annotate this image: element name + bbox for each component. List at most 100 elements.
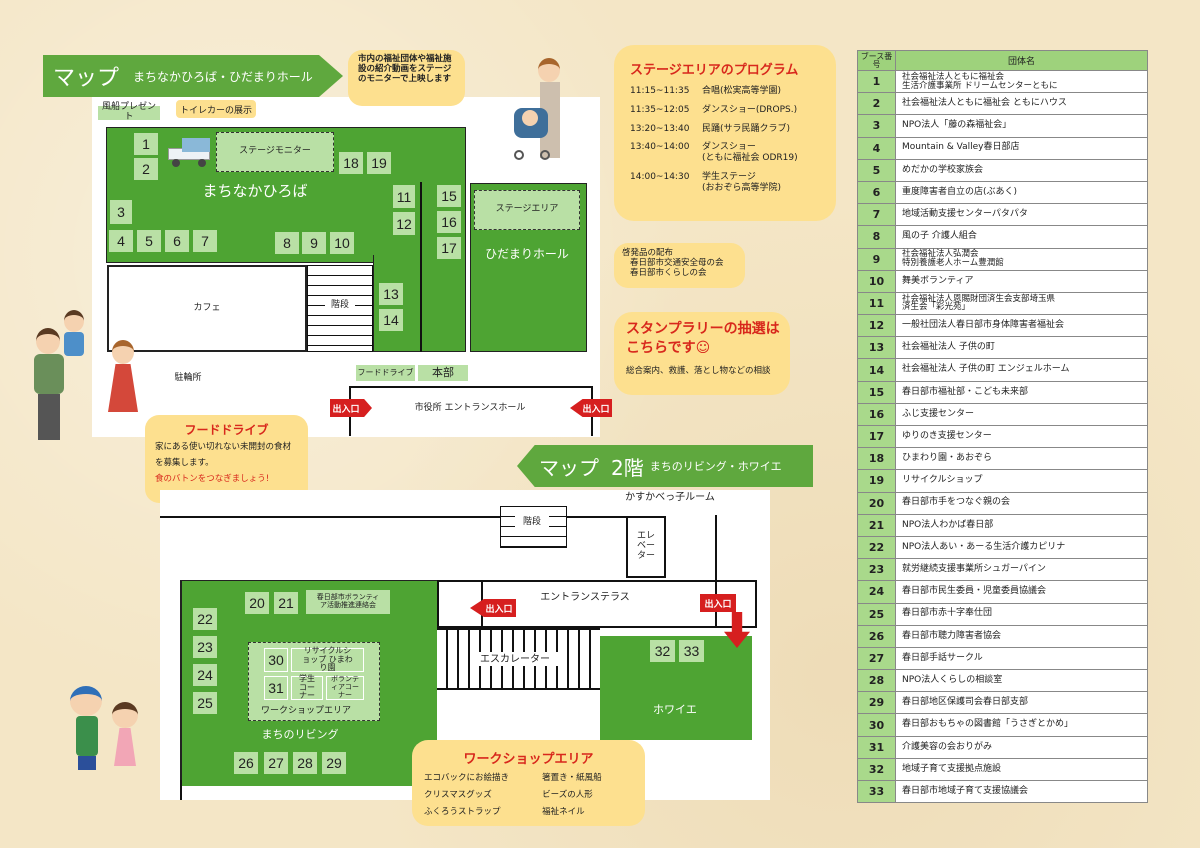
terrace-inner-wall (437, 580, 483, 628)
exit-arrow-terrace: 出入口 (470, 599, 516, 617)
hall-label: ひだまりホール (485, 247, 569, 262)
balloon-present-label: 風船プレゼント (98, 102, 160, 122)
stage-monitor: ステージモニター (216, 132, 334, 172)
student-corner-booth: 学生コーナー (291, 674, 323, 700)
organization-name: 地域活動支援センターパタパタ (895, 203, 1148, 227)
stairs-label: 階段 (325, 299, 355, 313)
booth-number: 33 (857, 779, 896, 804)
organization-name: NPO法人あい・あーる生活介護カピリナ (895, 535, 1148, 560)
entrance-hall-label: 市役所 エントランスホール (414, 403, 526, 414)
map1-title-sub: まちなかひろば・ひだまりホール (133, 69, 313, 84)
booth-7: 7 (193, 230, 217, 252)
booth-number: 25 (857, 602, 896, 626)
booth-number: 29 (857, 691, 896, 715)
col-booth-number: ブース番号 (857, 50, 896, 71)
wall-line (160, 516, 500, 518)
organization-name: 春日部手話サークル (895, 646, 1148, 671)
video-callout-text: 市内の福祉団体や福祉施設の紹介動画をステージのモニターで上映します (358, 54, 452, 84)
children-illustration (66, 684, 156, 794)
exit-arrow-foyer: 出入口 (700, 594, 736, 612)
organization-name: 春日部おもちゃの図書館「うさぎとかめ」 (895, 713, 1148, 737)
foyer-label: ホワイエ (653, 702, 697, 716)
organization-name: NPO法人くらしの相談室 (895, 669, 1148, 693)
booth-31: 31 (264, 676, 288, 700)
food-drive-title: フードドライブ (184, 423, 269, 437)
workshop-list: エコバックにお絵描き箸置き・紙風船クリスマスグッズビーズの人形ふくろうストラップ… (424, 771, 633, 817)
wall-line (180, 780, 182, 800)
booth-2: 2 (134, 158, 158, 180)
organization-name: Mountain & Valley春日部店 (895, 136, 1148, 160)
organization-name: 一般社団法人春日部市身体障害者福祉会 (895, 314, 1148, 338)
booth-17: 17 (437, 237, 461, 259)
map1-title-main: マップ (53, 66, 120, 91)
program-time: 13:40~14:00 (630, 142, 690, 153)
distribution-callout: 啓発品の配布 春日部市交通安全母の会 春日部市くらしの会 (614, 243, 745, 288)
booth-24: 24 (193, 664, 217, 686)
booth-number: 30 (857, 713, 896, 737)
organization-name: 社会福祉法人弘潤会 特別養護老人ホーム豊潤館 (895, 247, 1148, 271)
exit-label: 出入口 (704, 599, 732, 610)
booth-6: 6 (165, 230, 189, 252)
organization-name: ひまわり園・あおぞら (895, 447, 1148, 471)
organization-name: 就労継続支援事業所シュガーパイン (895, 558, 1148, 582)
organization-name: 春日部市福祉部・こども未来部 (895, 380, 1148, 404)
organization-name: 社会福祉法人ともに福祉会 生活介護事業所 ドリームセンターともに (895, 69, 1148, 94)
organization-name: 春日部市地域子育て支援協議会 (895, 779, 1148, 804)
organization-name: 地域子育て支援拠点施設 (895, 757, 1148, 782)
food-drive-tag: フードドライブ (356, 365, 415, 381)
program-act: ダンスショー (ともに福祉会 ODR19) (702, 142, 798, 164)
program-act: 合唱(松実高等学園) (702, 86, 782, 96)
booth-4: 4 (109, 230, 133, 252)
organization-name: 春日部市手をつなぐ親の会 (895, 491, 1148, 515)
workshop-item: ビーズの人形 (542, 790, 593, 800)
exit-arrow-left: 出入口 (330, 399, 372, 417)
organization-name: 春日部地区保護司会春日部支部 (895, 691, 1148, 715)
booth-number: 13 (857, 336, 896, 360)
organization-name: ふじ支援センター (895, 402, 1148, 427)
col-organization: 団体名 (895, 50, 1148, 71)
program-item: 11:15~11:35 合唱(松実高等学園) (630, 86, 820, 97)
map2-title-main: マップ (539, 455, 599, 480)
stamp-title: スタンプラリーの抽選はこちらです☺ (626, 321, 780, 356)
booth-number: 28 (857, 669, 896, 693)
food-drive-callout: フードドライブ 家にある使い切れない未開封の食材を募集します。 食のバトンをつな… (145, 415, 308, 503)
booth-number: 2 (857, 92, 896, 116)
booth-14: 14 (379, 309, 403, 331)
booth-number: 12 (857, 314, 896, 338)
booth-number: 20 (857, 491, 896, 515)
food-drive-slogan: 食のバトンをつなぎましょう! (155, 473, 270, 484)
stamp-text: 総合案内、救護、落とし物などの相談 (626, 365, 771, 376)
food-drive-text: 家にある使い切れない未開封の食材を募集します。 (155, 441, 292, 468)
booth-33: 33 (679, 640, 704, 662)
exit-label: 出入口 (582, 404, 610, 415)
recycle-shop-booth: リサイクルショップ ひまわり園 (291, 646, 364, 672)
booth-19: 19 (367, 152, 391, 174)
plaza-label: まちなかひろば (202, 181, 308, 200)
booth-number: 8 (857, 225, 896, 249)
booth-32: 32 (650, 640, 675, 662)
booth-number: 24 (857, 580, 896, 604)
organization-name: 社会福祉法人 子供の町 エンジェルホーム (895, 358, 1148, 382)
family-illustration (28, 310, 153, 450)
booth-number: 26 (857, 624, 896, 648)
stairs-2f-label: 階段 (515, 516, 549, 530)
booth-number: 3 (857, 114, 896, 138)
program-act: 民踊(サラ民踊クラブ) (702, 123, 791, 134)
booth-number: 9 (857, 247, 896, 271)
video-callout: 市内の福祉団体や福祉施設の紹介動画をステージのモニターで上映します (348, 50, 465, 106)
workshop-item: 福祉ネイル (542, 807, 585, 817)
booth-13: 13 (379, 283, 403, 305)
program-time: 11:15~11:35 (630, 86, 690, 96)
